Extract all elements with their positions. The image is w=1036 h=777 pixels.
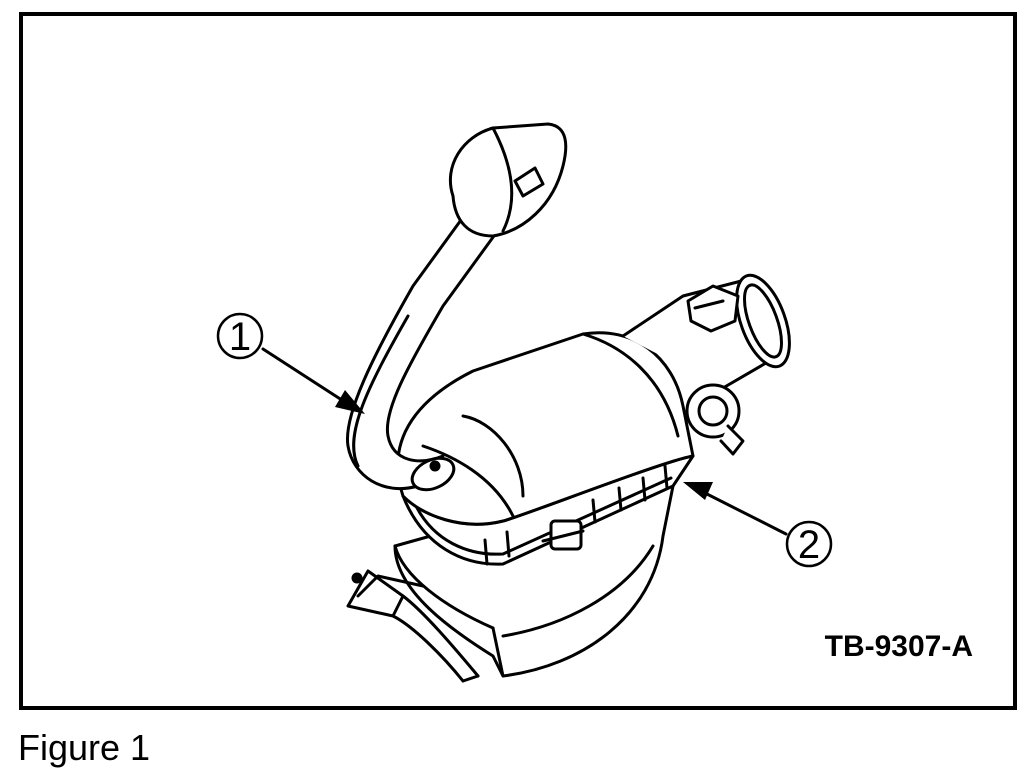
air-cleaner-diagram: 1 2 <box>216 122 833 683</box>
callout-2-leader <box>701 490 788 536</box>
drawing-id: TB-9307-A <box>824 630 973 663</box>
resonator-tube <box>345 174 525 492</box>
air-cleaner-cover <box>396 331 695 566</box>
callout-2-label: 2 <box>798 523 820 567</box>
callout-1-label: 1 <box>229 315 251 359</box>
resonator-box <box>448 122 568 238</box>
callout-1-leader <box>261 347 350 406</box>
callout-2-arrowhead <box>683 482 713 500</box>
callout-1-arrowhead <box>335 390 365 414</box>
figure-caption: Figure 1 <box>18 727 151 768</box>
air-cleaner-outlet-snout <box>346 569 480 683</box>
callout-2: 2 <box>683 482 833 568</box>
callout-1-circle <box>216 312 264 360</box>
figure-frame: 1 2 TB-9307-A <box>19 12 1017 710</box>
maf-sensor-inlet <box>621 273 791 456</box>
callout-1: 1 <box>216 312 365 414</box>
callout-2-circle <box>785 520 833 568</box>
